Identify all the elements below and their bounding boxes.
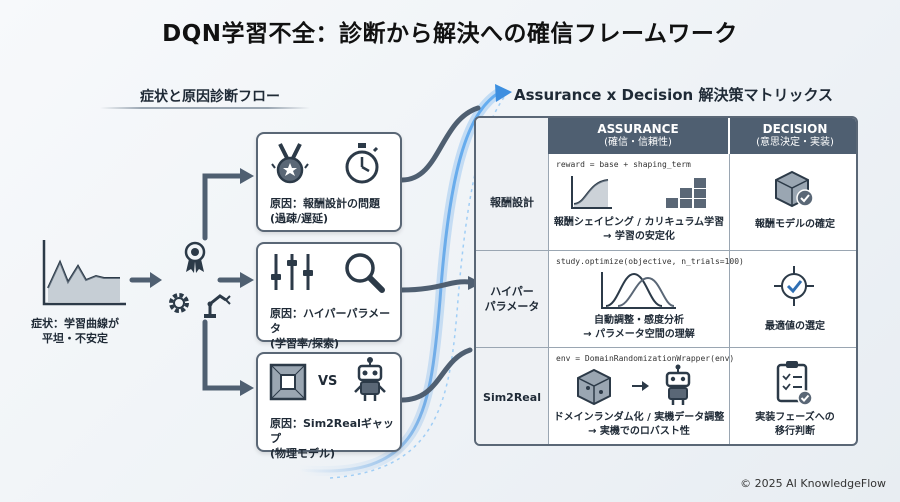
sliders-icon: [271, 254, 313, 290]
s-curve-chart-icon: [571, 176, 612, 209]
decision-cell-sim2real: 実装フェーズへの 移行判断: [730, 411, 856, 439]
line-chart-icon: [42, 240, 126, 306]
robot-icon: [354, 357, 386, 401]
assurance-reward-line1: 報酬シェイピング / カリキュラム学習: [553, 217, 725, 228]
robot-arm-icon: [204, 294, 231, 318]
symptom-line1: 症状：学習曲線が: [31, 317, 119, 330]
grid-divider: [476, 347, 856, 348]
cause-reward-line1: 原因：報酬設計の問題: [270, 197, 380, 210]
assurance-hyper-line2: → パラメータ空間の理解: [583, 329, 695, 340]
vs-label: VS: [318, 374, 338, 389]
magnifier-icon: [345, 253, 385, 293]
verified-box-icon: [775, 170, 814, 208]
assurance-reward-line2: → 学習の安定化: [603, 231, 675, 242]
flow-section-heading: 症状と原因診断フロー: [140, 89, 280, 105]
stopwatch-icon: [345, 143, 379, 184]
matrix-corner: [476, 118, 548, 154]
decision-sim2real-line1: 実装フェーズへの: [755, 412, 835, 423]
matrix-section-heading: Assurance x Decision 解決策マトリックス: [514, 86, 834, 104]
cause-hyper-line1: 原因：ハイパーパラメータ: [270, 307, 391, 335]
cause-sim2real-line1: 原因：Sim2Realギャップ: [270, 417, 394, 445]
assurance-sim2real-line2: → 実機でのロバスト性: [588, 426, 690, 437]
decision-cell-hyperparameter: 最適値の選定: [730, 320, 856, 334]
target-check-icon: [774, 266, 814, 306]
assurance-header-sub: (確信・信頼性): [604, 137, 672, 148]
row-sim2real-line1: Sim2Real: [483, 390, 541, 404]
assurance-cell-reward: 報酬シェイピング / カリキュラム学習 → 学習の安定化: [549, 216, 729, 244]
cause-reward-line2: (過疎/遅延): [270, 212, 329, 225]
grid-divider: [729, 154, 730, 444]
assurance-header-title: ASSURANCE: [597, 122, 679, 136]
row-head-hyperparameter: ハイパー パラメータ: [476, 251, 548, 347]
cause-box-hyperparameter: 原因：ハイパーパラメータ (学習率/探索): [256, 242, 402, 350]
assurance-hyper-line1: 自動調整・感度分析: [594, 315, 684, 326]
randomized-cube-icon: [577, 368, 611, 406]
cause-hyper-line2: (学習率/探索): [270, 337, 340, 350]
grid-divider: [548, 154, 549, 444]
simulation-cube-icon: [269, 363, 307, 401]
assurance-sim2real-line1: ドメインランダム化 / 実機データ調整: [553, 412, 725, 423]
step-blocks-icon: [666, 178, 706, 208]
assurance-cell-sim2real: ドメインランダム化 / 実機データ調整 → 実機でのロバスト性: [549, 411, 729, 439]
row-hyper-line1: ハイパー: [490, 285, 534, 298]
row-hyper-line2: パラメータ: [484, 300, 540, 313]
grid-divider: [476, 250, 856, 251]
award-ribbon-icon: [184, 241, 206, 273]
cause-box-sim2real: VS 原因：Sim2Realギャップ (物理モデル): [256, 352, 402, 460]
cause-sim2real-line2: (物理モデル): [270, 447, 336, 460]
copyright-notice: © 2025 AI KnowledgeFlow: [740, 477, 886, 490]
symptom-line2: 平坦・不安定: [42, 332, 108, 345]
cause-label-sim2real: 原因：Sim2Realギャップ (物理モデル): [270, 416, 400, 461]
decision-header-title: DECISION: [762, 122, 828, 136]
cause-box-reward: 原因：報酬設計の問題 (過疎/遅延): [256, 132, 402, 232]
decision-reward-line1: 報酬モデルの確定: [755, 219, 835, 230]
cause-label-hyperparameter: 原因：ハイパーパラメータ (学習率/探索): [270, 306, 400, 351]
code-snippet-sim2real: env = DomainRandomizationWrapper(env): [556, 354, 735, 363]
decision-header: DECISION (意思決定・実装): [730, 118, 856, 154]
decision-header-sub: (意思決定・実装): [756, 137, 834, 148]
decision-hyper-line1: 最適値の選定: [765, 321, 825, 332]
arrow-right-icon: [632, 381, 649, 391]
assurance-header: ASSURANCE (確信・信頼性): [548, 118, 728, 154]
decision-sim2real-line2: 移行判断: [775, 426, 815, 437]
distribution-curves-icon: [601, 272, 676, 309]
code-snippet-hyperparameter: study.optimize(objective, n_trials=100): [556, 257, 744, 266]
medal-icon: [271, 143, 309, 184]
solution-matrix: ASSURANCE (確信・信頼性) DECISION (意思決定・実装) 報酬…: [474, 116, 858, 446]
real-robot-icon: [665, 364, 691, 405]
assurance-cell-hyperparameter: 自動調整・感度分析 → パラメータ空間の理解: [549, 314, 729, 342]
symptom-label: 症状：学習曲線が 平坦・不安定: [30, 316, 120, 346]
row-head-reward: 報酬設計: [476, 154, 548, 250]
page-title: DQN学習不全：診断から解決への確信フレームワーク: [162, 21, 738, 47]
row-head-sim2real: Sim2Real: [476, 348, 548, 444]
gear-icon: [169, 293, 189, 313]
cause-label-reward: 原因：報酬設計の問題 (過疎/遅延): [270, 196, 380, 226]
section-underline: [100, 107, 310, 109]
checklist-clipboard-icon: [776, 361, 813, 406]
row-reward-line1: 報酬設計: [490, 195, 534, 209]
code-snippet-reward: reward = base + shaping_term: [556, 160, 691, 169]
decision-cell-reward: 報酬モデルの確定: [730, 218, 856, 232]
